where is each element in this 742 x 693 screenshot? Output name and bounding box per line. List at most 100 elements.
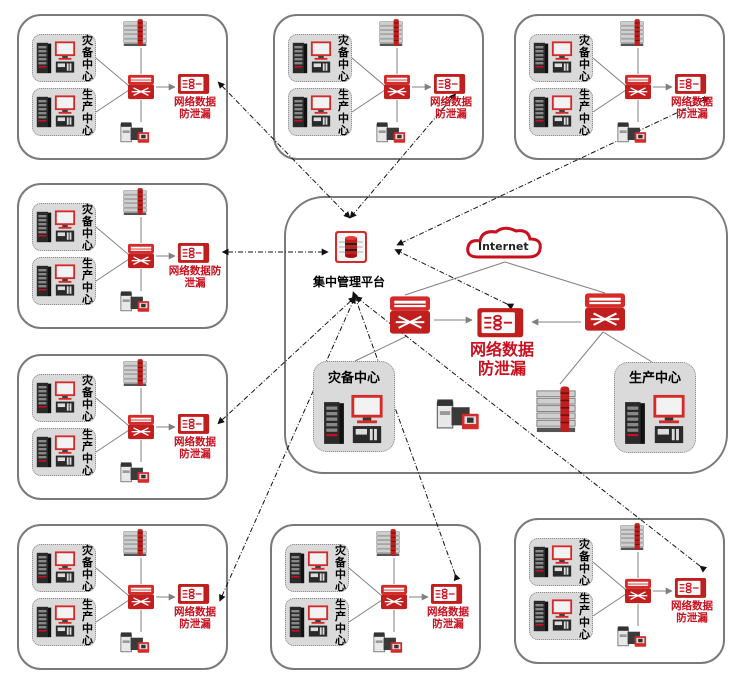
production-site-label: 生产中心 xyxy=(82,257,93,306)
workstation-icon xyxy=(120,461,150,485)
dlp-label: 网络数据 防泄漏 xyxy=(174,436,216,460)
server-stack-icon xyxy=(122,18,148,48)
server-rack-icon xyxy=(36,39,52,77)
server-rack-icon xyxy=(533,597,549,635)
workstation-monitor-icon xyxy=(54,263,76,297)
dlp-label: 网络数据 防泄漏 xyxy=(427,606,469,630)
server-rack-icon xyxy=(624,398,646,448)
server-stack-icon xyxy=(619,522,645,552)
workstation-monitor-icon xyxy=(54,604,76,638)
production-site-label: 生产中心 xyxy=(338,88,349,137)
dlp-appliance-icon xyxy=(674,72,708,95)
server-rack-icon xyxy=(289,603,305,641)
workstation-icon xyxy=(436,398,480,432)
server-stack-icon xyxy=(619,18,645,48)
workstation-icon xyxy=(373,631,403,655)
core-switch-icon xyxy=(380,584,408,610)
disaster-recovery-site-label: 灾备中心 xyxy=(82,544,93,593)
dlp-label: 网络数据 防泄漏 xyxy=(174,606,216,630)
disaster-recovery-site-label: 灾备中心 xyxy=(579,34,590,83)
core-switch-right-icon xyxy=(583,292,627,332)
disaster-recovery-site-label: 灾备中心 xyxy=(335,544,346,593)
server-rack-icon xyxy=(533,93,549,131)
server-rack-icon xyxy=(36,379,52,417)
dlp-appliance-icon xyxy=(674,576,708,599)
core-switch-left-icon xyxy=(388,295,432,335)
dlp-appliance-icon xyxy=(177,241,211,264)
workstation-monitor-icon xyxy=(54,94,76,128)
workstation-monitor-icon xyxy=(54,40,76,74)
server-rack-icon xyxy=(36,93,52,131)
dlp-label: 网络数据防 泄漏 xyxy=(168,265,222,289)
server-rack-icon xyxy=(323,398,345,448)
production-site-label: 生产中心 xyxy=(82,598,93,647)
core-switch-icon xyxy=(127,584,155,610)
workstation-monitor-icon xyxy=(551,544,573,578)
disaster-recovery-site-label: 灾备中心 xyxy=(338,34,349,83)
core-switch-icon xyxy=(383,74,411,100)
workstation-monitor-icon xyxy=(307,550,329,584)
server-rack-icon xyxy=(36,208,52,246)
dlp-label: 网络数据 防泄漏 xyxy=(671,96,713,120)
workstation-icon xyxy=(617,121,647,145)
dlp-label: 网络数据 防泄漏 xyxy=(671,600,713,624)
workstation-icon xyxy=(120,290,150,314)
core-switch-icon xyxy=(624,578,652,604)
server-rack-icon xyxy=(36,603,52,641)
server-rack-icon xyxy=(36,549,52,587)
workstation-icon xyxy=(120,121,150,145)
workstation-monitor-icon xyxy=(310,40,332,74)
dlp-appliance-icon xyxy=(177,412,211,435)
server-rack-icon xyxy=(289,549,305,587)
workstation-monitor-icon xyxy=(551,94,573,128)
server-rack-icon xyxy=(533,543,549,581)
disaster-recovery-site-label: 灾备中心 xyxy=(579,538,590,587)
server-rack-icon xyxy=(533,39,549,77)
disaster-recovery-site-label: 灾备中心 xyxy=(82,203,93,252)
core-switch-icon xyxy=(127,243,155,269)
workstation-monitor-icon xyxy=(652,393,686,445)
management-platform-label: 集中管理平台 xyxy=(313,275,386,289)
production-site-label: 生产中心 xyxy=(335,598,346,647)
server-rack-icon xyxy=(292,39,308,77)
production-site-label: 生产中心 xyxy=(82,428,93,477)
production-site-label: 生产中心 xyxy=(579,88,590,137)
dlp-appliance-icon xyxy=(430,582,464,605)
server-rack-icon xyxy=(36,262,52,300)
core-switch-icon xyxy=(624,74,652,100)
dlp-label: 网络数据 防泄漏 xyxy=(430,96,472,120)
workstation-monitor-icon xyxy=(54,380,76,414)
core-switch-icon xyxy=(127,414,155,440)
workstation-monitor-icon xyxy=(54,209,76,243)
dlp-appliance-icon xyxy=(476,305,526,339)
core-switch-icon xyxy=(127,74,155,100)
workstation-monitor-icon xyxy=(350,393,384,445)
dlp-appliance-icon xyxy=(177,582,211,605)
workstation-monitor-icon xyxy=(307,604,329,638)
workstation-monitor-icon xyxy=(54,434,76,468)
workstation-monitor-icon xyxy=(551,598,573,632)
server-stack-icon xyxy=(122,187,148,217)
dlp-label: 网络数据 防泄漏 xyxy=(469,340,534,378)
workstation-icon xyxy=(376,121,406,145)
workstation-monitor-icon xyxy=(310,94,332,128)
server-rack-icon xyxy=(292,93,308,131)
workstation-icon xyxy=(617,625,647,649)
internet-label: Internet xyxy=(478,240,529,253)
production-label: 生产中心 xyxy=(628,371,681,386)
server-stack-icon xyxy=(378,18,404,48)
dlp-label: 网络数据 防泄漏 xyxy=(174,96,216,120)
workstation-icon xyxy=(120,631,150,655)
database-server-icon xyxy=(334,230,368,264)
server-stack-icon xyxy=(375,528,401,558)
dlp-appliance-icon xyxy=(433,72,467,95)
server-stack-icon xyxy=(122,528,148,558)
workstation-monitor-icon xyxy=(551,40,573,74)
disaster-recovery-site-label: 灾备中心 xyxy=(82,34,93,83)
disaster-recovery-label: 灾备中心 xyxy=(327,371,380,386)
server-stack-icon xyxy=(122,358,148,388)
server-stack-icon xyxy=(533,385,579,435)
disaster-recovery-site-label: 灾备中心 xyxy=(82,374,93,423)
production-site-label: 生产中心 xyxy=(82,88,93,137)
